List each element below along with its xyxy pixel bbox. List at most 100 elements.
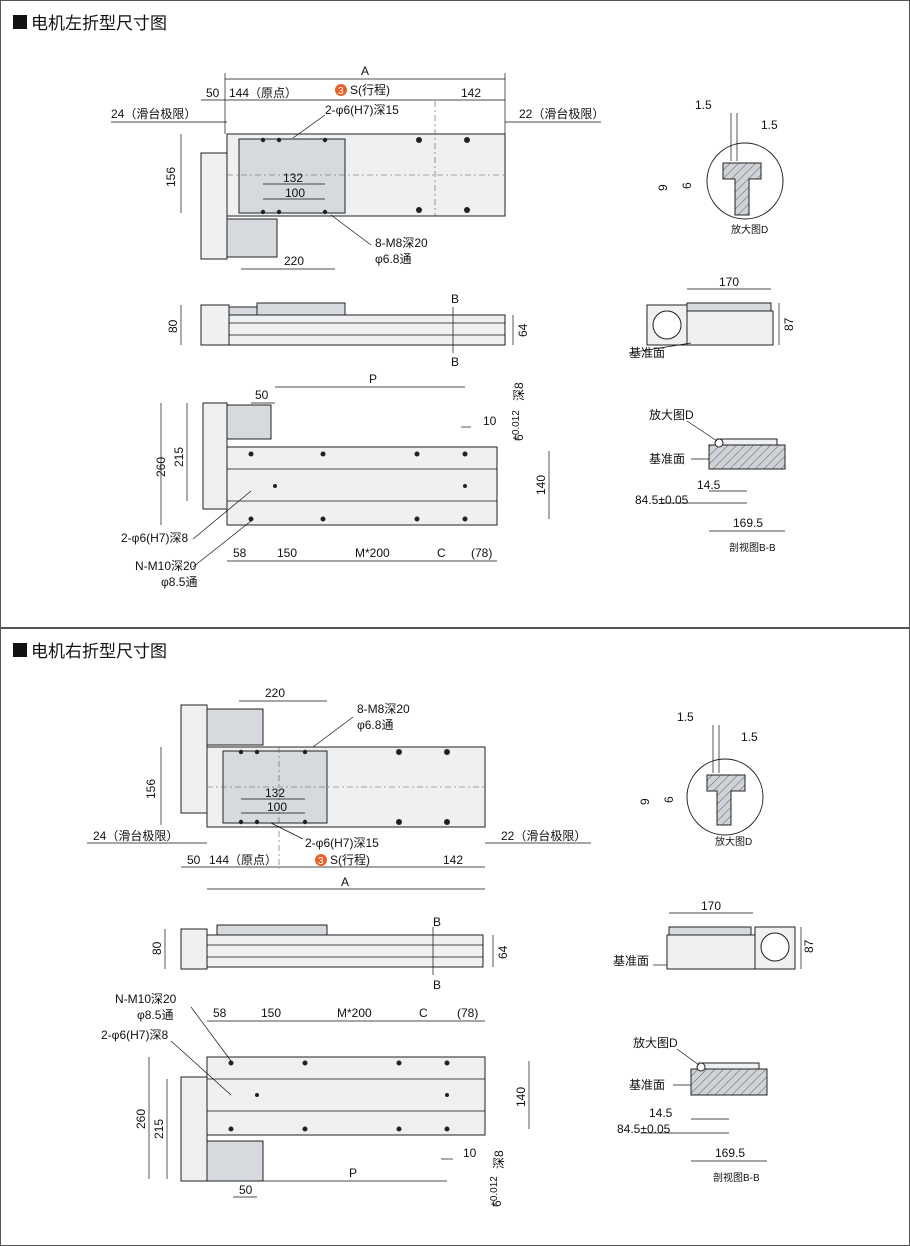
svg-text:132: 132	[265, 786, 285, 800]
svg-text:P: P	[349, 1166, 357, 1180]
left-fold-drawing: A 3 S(行程) 50 144（原点） 142 24（滑台极限） 22（滑台极…	[111, 64, 796, 589]
svg-text:24（滑台极限）: 24（滑台极限）	[111, 106, 196, 121]
svg-text:放大图D: 放大图D	[649, 407, 694, 422]
svg-text:N-M10深20: N-M10深20	[115, 992, 177, 1006]
svg-text:6: 6	[662, 796, 676, 803]
svg-text:C: C	[419, 1006, 428, 1020]
svg-text:84.5±0.05: 84.5±0.05	[617, 1122, 671, 1136]
detail-d: 1.5 1.5 9 6 放大图D	[656, 98, 784, 236]
dim-stroke: S(行程)	[350, 82, 390, 97]
side-view: 80 64 B B	[150, 915, 510, 992]
svg-text:169.5: 169.5	[715, 1146, 745, 1160]
svg-text:6: 6	[680, 182, 694, 189]
svg-text:215: 215	[152, 1119, 166, 1139]
svg-text:1.5: 1.5	[761, 118, 778, 132]
svg-text:2-φ6(H7)深8: 2-φ6(H7)深8	[101, 1028, 168, 1042]
end-view: 170 87 基准面	[613, 899, 816, 970]
motor-coupler	[226, 218, 278, 258]
svg-text:8-M8深20: 8-M8深20	[375, 236, 428, 250]
svg-text:144（原点）: 144（原点）	[209, 853, 277, 867]
svg-text:144（原点）: 144（原点）	[229, 86, 297, 100]
dim-a: A	[361, 64, 369, 78]
svg-text:150: 150	[261, 1006, 281, 1020]
svg-text:58: 58	[233, 546, 247, 560]
svg-text:220: 220	[265, 686, 285, 700]
svg-text:50: 50	[239, 1183, 253, 1197]
svg-text:87: 87	[802, 939, 816, 953]
svg-text:放大图D: 放大图D	[731, 223, 768, 236]
svg-text:1.5: 1.5	[741, 730, 758, 744]
svg-text:260: 260	[154, 457, 168, 477]
svg-text:14.5: 14.5	[697, 478, 721, 492]
svg-text:1.5: 1.5	[677, 710, 694, 724]
section-title: 电机左折型尺寸图	[13, 9, 167, 34]
svg-text:22（滑台极限）: 22（滑台极限）	[501, 828, 586, 843]
slider-table	[238, 138, 346, 214]
svg-text:22（滑台极限）: 22（滑台极限）	[519, 106, 604, 121]
stroke-badge-icon	[335, 84, 347, 96]
svg-text:24（滑台极限）: 24（滑台极限）	[93, 828, 178, 843]
svg-text:170: 170	[719, 275, 739, 289]
svg-text:放大图D: 放大图D	[715, 835, 752, 848]
svg-text:50: 50	[255, 388, 269, 402]
svg-text:142: 142	[461, 86, 481, 100]
svg-text:φ8.5通: φ8.5通	[161, 575, 197, 589]
svg-text:50: 50	[206, 86, 220, 100]
svg-text:基准面: 基准面	[629, 1078, 665, 1092]
svg-text:80: 80	[166, 319, 180, 333]
motor-side	[200, 304, 230, 346]
svg-text:+0.012: +0.012	[489, 1176, 500, 1207]
svg-text:6: 6	[512, 434, 526, 441]
svg-text:58: 58	[213, 1006, 227, 1020]
svg-text:基准面: 基准面	[629, 346, 665, 360]
svg-text:2-φ6(H7)深8: 2-φ6(H7)深8	[121, 531, 188, 545]
svg-text:N-M10深20: N-M10深20	[135, 559, 197, 573]
svg-text:100: 100	[267, 800, 287, 814]
svg-text:(78): (78)	[471, 546, 492, 560]
svg-text:140: 140	[534, 475, 548, 495]
right-fold-drawing: 220 8-M8深20 φ6.8通 156 132 100 24（滑台极限） 2…	[87, 686, 816, 1207]
detail-d: 1.5 1.5 9 6 放大图D	[638, 710, 764, 848]
svg-text:S(行程): S(行程)	[330, 852, 370, 867]
svg-text:深8: 深8	[492, 1150, 506, 1169]
svg-text:(78): (78)	[457, 1006, 478, 1020]
svg-text:100: 100	[285, 186, 305, 200]
svg-text:50: 50	[187, 853, 201, 867]
svg-text:64: 64	[496, 945, 510, 959]
svg-text:140: 140	[514, 1087, 528, 1107]
svg-text:8-M8深20: 8-M8深20	[357, 702, 410, 716]
svg-text:142: 142	[443, 853, 463, 867]
svg-text:150: 150	[277, 546, 297, 560]
svg-text:1.5: 1.5	[695, 98, 712, 112]
side-view: 80 64 B B	[166, 292, 530, 369]
stroke-badge-icon	[315, 854, 327, 866]
svg-text:170: 170	[701, 899, 721, 913]
svg-text:80: 80	[150, 941, 164, 955]
svg-text:132: 132	[283, 171, 303, 185]
base-side	[228, 314, 506, 346]
svg-text:10: 10	[483, 414, 497, 428]
svg-text:A: A	[341, 875, 349, 889]
svg-text:156: 156	[144, 779, 158, 799]
svg-text:220: 220	[284, 254, 304, 268]
svg-text:B: B	[451, 292, 459, 306]
svg-text:φ6.8通: φ6.8通	[375, 252, 411, 266]
svg-text:169.5: 169.5	[733, 516, 763, 530]
section-bb: 放大图D 基准面 14.5 84.5±0.05 169.5 剖视图B-B	[617, 1035, 768, 1184]
svg-text:剖视图B-B: 剖视图B-B	[713, 1171, 760, 1184]
svg-text:9: 9	[638, 798, 652, 805]
svg-text:3: 3	[338, 86, 344, 97]
motor-body	[200, 152, 228, 260]
section-title: 电机右折型尺寸图	[13, 637, 167, 662]
svg-text:深8: 深8	[512, 382, 526, 401]
top-view: A 3 S(行程) 50 144（原点） 142 24（滑台极限） 22（滑台极…	[111, 64, 604, 270]
svg-text:64: 64	[516, 323, 530, 337]
svg-text:B: B	[433, 915, 441, 929]
svg-text:10: 10	[463, 1146, 477, 1160]
svg-text:9: 9	[656, 184, 670, 191]
svg-text:87: 87	[782, 317, 796, 331]
left-fold-panel: 电机左折型尺寸图	[0, 0, 910, 628]
svg-text:剖视图B-B: 剖视图B-B	[729, 541, 776, 554]
bullet-square-icon	[13, 14, 27, 29]
